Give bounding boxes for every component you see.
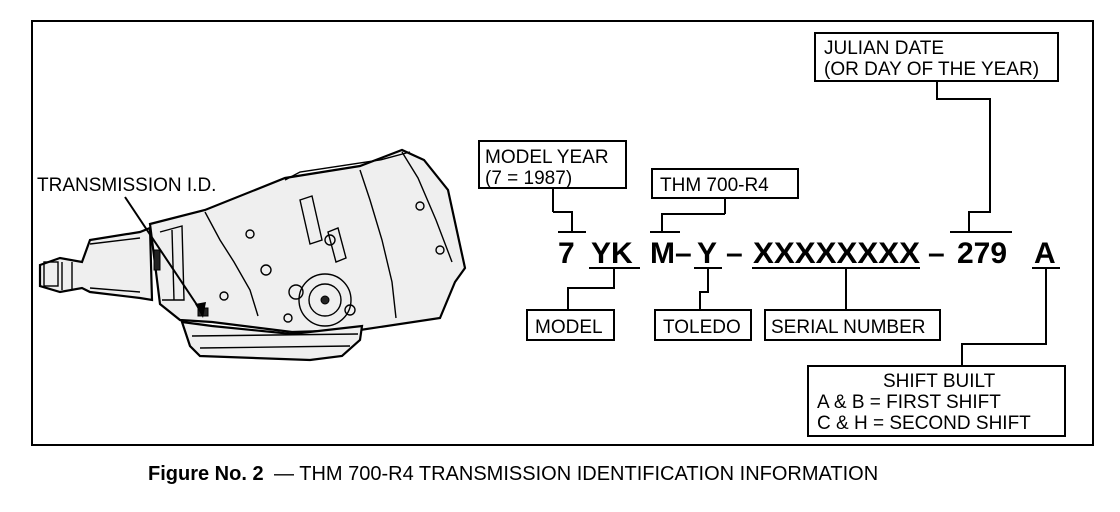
figure-frame: [31, 20, 1094, 446]
figure-number: Figure No. 2: [148, 463, 264, 485]
code-dash-2: –: [726, 237, 743, 270]
toledo-box: [654, 309, 752, 341]
model-box: [526, 309, 615, 341]
toledo-label: TOLEDO: [663, 317, 741, 338]
serial-number-box: [764, 309, 941, 341]
julian-date-note: (OR DAY OF THE YEAR): [824, 59, 1039, 80]
figure-caption: Figure No. 2 — THM 700-R4 TRANSMISSION I…: [148, 463, 878, 485]
julian-date-label: JULIAN DATE: [824, 38, 944, 59]
model-year-box: [478, 140, 627, 189]
model-year-label: MODEL YEAR: [485, 147, 609, 168]
code-year: 7: [558, 237, 575, 270]
code-serial: XXXXXXXX: [753, 237, 920, 270]
shift-built-first: A & B = FIRST SHIFT: [817, 392, 1001, 413]
code-plant: M: [650, 237, 675, 270]
shift-built-box: [807, 365, 1066, 437]
thm-box: [651, 168, 799, 199]
transmission-id-label: TRANSMISSION I.D.: [37, 175, 216, 196]
code-julian: 279: [957, 237, 1007, 270]
model-year-value: (7 = 1987): [485, 168, 572, 189]
code-shift: A: [1034, 237, 1056, 270]
transmission-illustration: [38, 148, 467, 362]
code-toledo: Y: [697, 237, 717, 270]
figure-title: — THM 700-R4 TRANSMISSION IDENTIFICATION…: [274, 463, 878, 485]
code-model: YK: [591, 237, 633, 270]
id-code: 7 YK M – Y – XXXXXXXX – 279 A: [558, 237, 1056, 270]
code-dash-3: –: [928, 237, 945, 270]
shift-built-title: SHIFT BUILT: [883, 371, 996, 392]
shift-built-second: C & H = SECOND SHIFT: [817, 413, 1031, 434]
code-dash-1: –: [675, 237, 692, 270]
transmission-id-arrowhead: [195, 302, 206, 318]
serial-number-label: SERIAL NUMBER: [771, 317, 926, 338]
thm-label: THM 700-R4: [660, 175, 769, 196]
model-label: MODEL: [535, 317, 603, 338]
transmission-id-pointer: [124, 196, 204, 315]
